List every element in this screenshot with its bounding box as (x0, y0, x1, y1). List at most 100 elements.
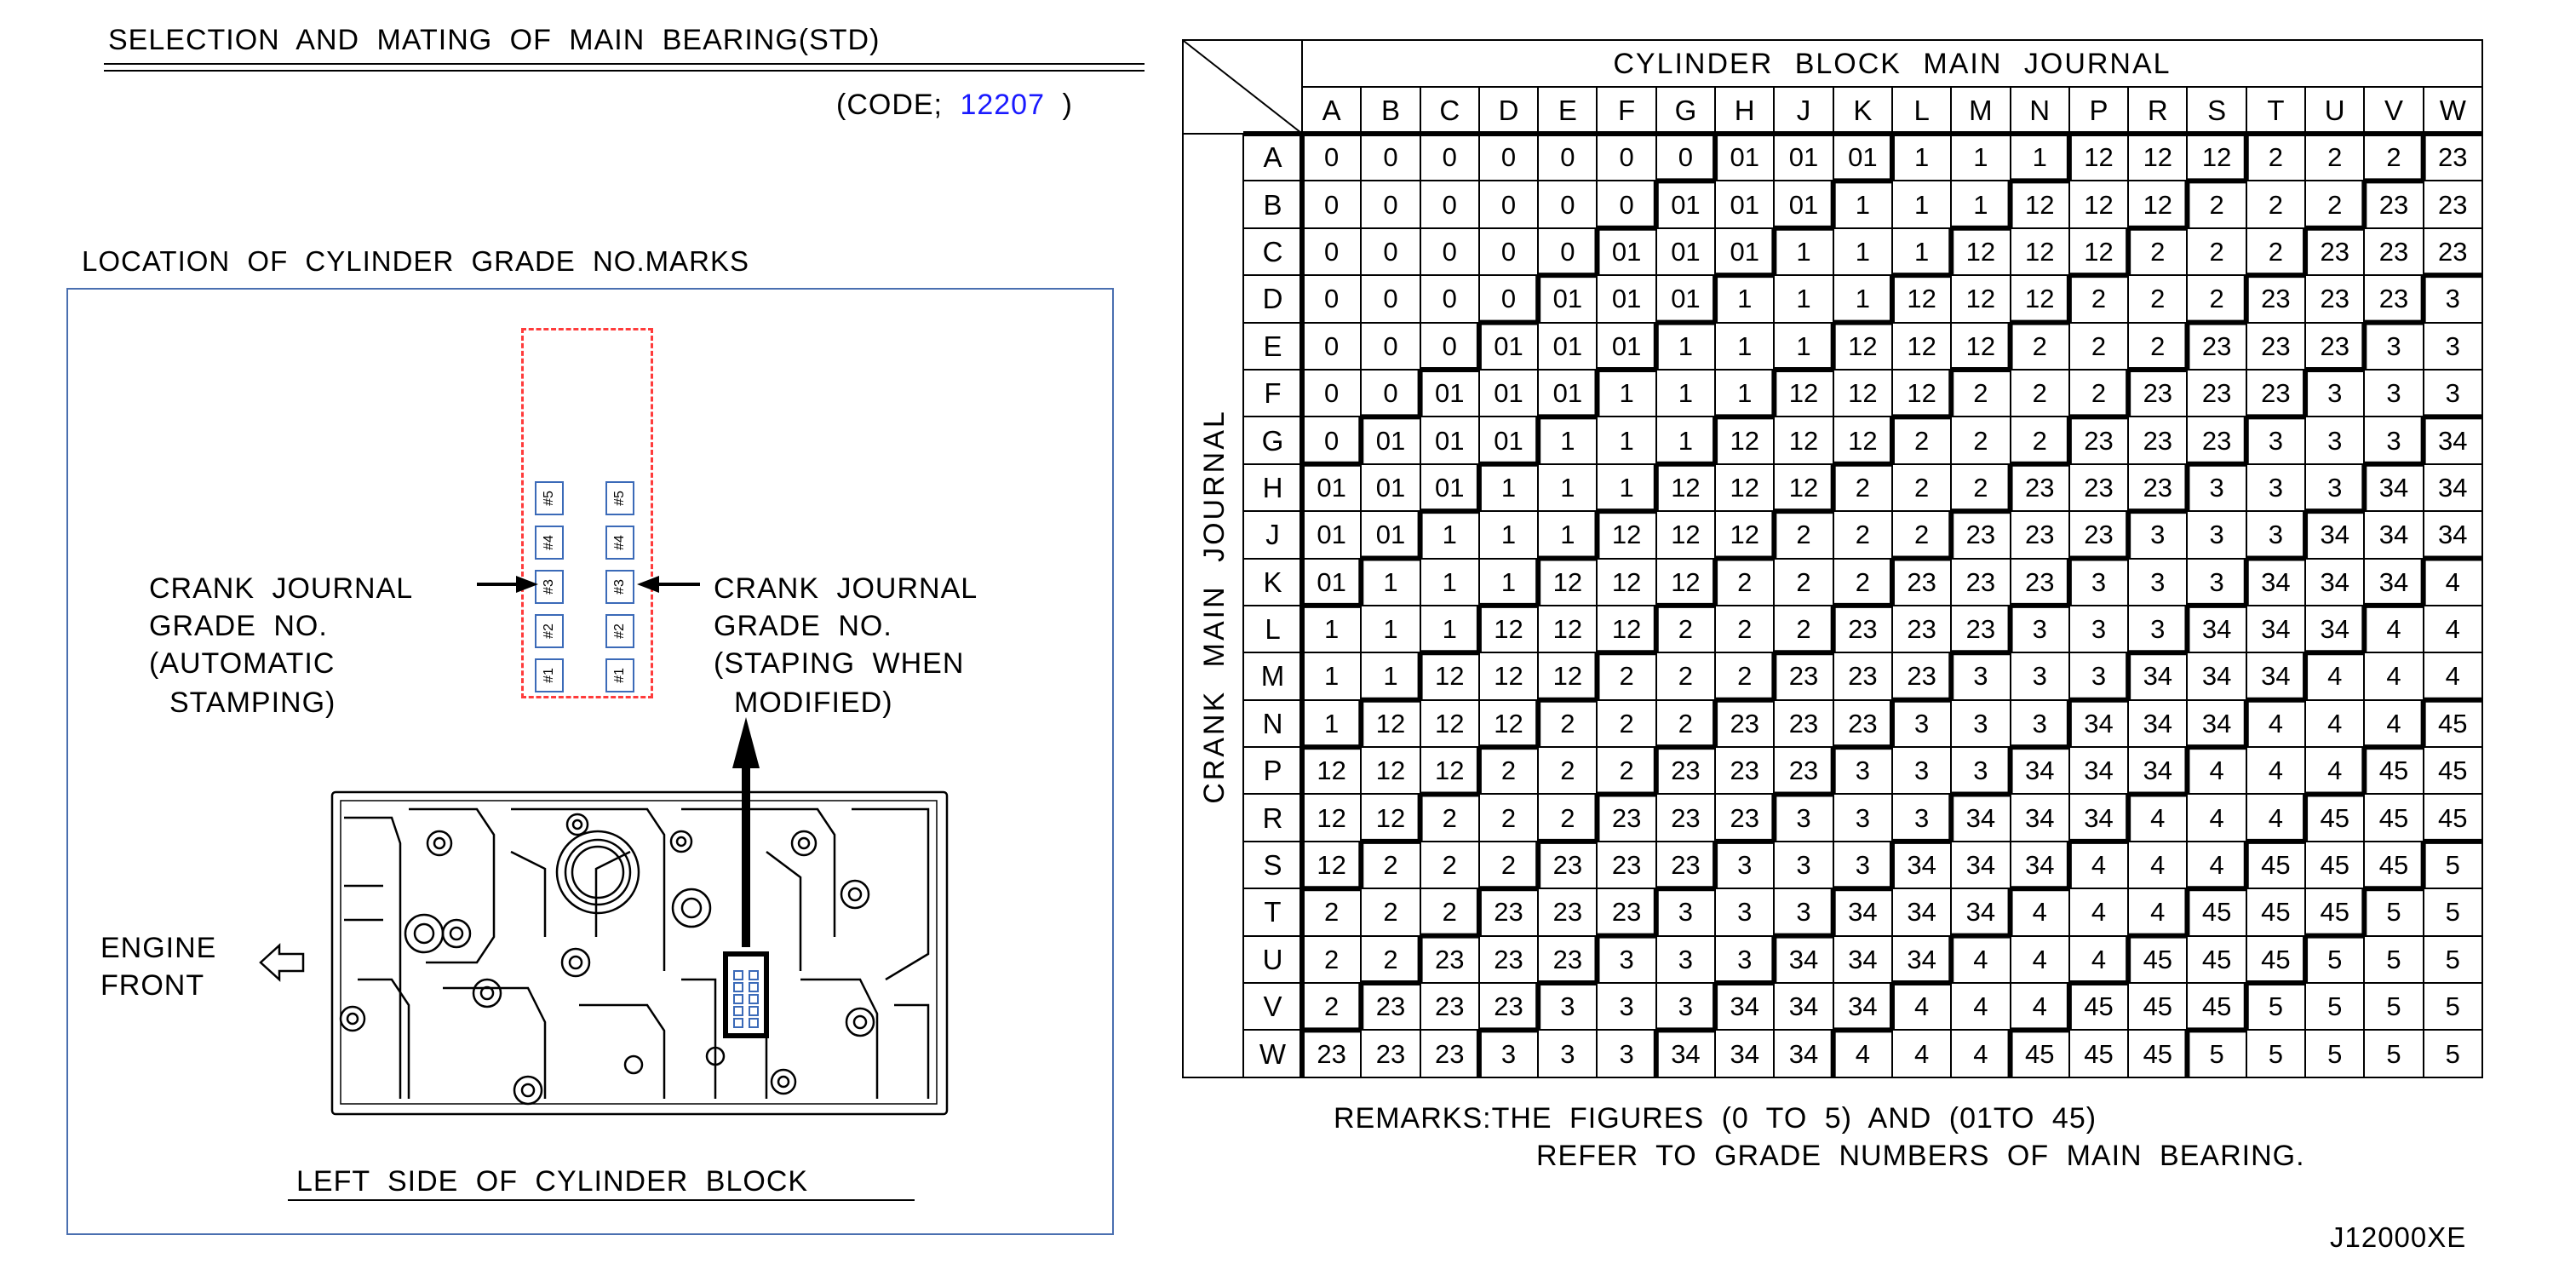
right-label-line3: (STAPING WHEN (714, 647, 965, 680)
grade-cell: 3 (2304, 463, 2366, 513)
grade-cell: 4 (1950, 934, 2011, 985)
grade-cell: 2 (1832, 510, 1893, 560)
grade-cell: 45 (2186, 888, 2247, 937)
grade-cell: 45 (2009, 1029, 2070, 1078)
grade-cell: 23 (2422, 180, 2483, 229)
grade-cell: 5 (2245, 1029, 2307, 1078)
right-label-line4: MODIFIED) (734, 687, 893, 719)
grade-cell: 12 (1832, 416, 1893, 465)
grade-cell: 12 (1714, 416, 1776, 465)
block-mark-window (723, 951, 769, 1038)
grade-cell: 4 (2127, 888, 2189, 937)
grade-cell: 2 (1419, 793, 1480, 842)
grade-cell: 0 (1655, 132, 1717, 182)
grade-cell: 0 (1477, 274, 1540, 324)
column-header: E (1537, 86, 1598, 135)
left-label-line4: STAMPING) (169, 687, 336, 719)
grade-cell: 12 (1300, 746, 1363, 796)
grade-cell: 0 (1360, 180, 1421, 229)
grade-cell: 0 (1360, 321, 1421, 371)
grade-cell: 4 (2009, 934, 2070, 985)
grade-cell: 01 (1360, 510, 1421, 560)
grade-cell: 5 (2304, 934, 2366, 985)
column-header: R (2127, 86, 2189, 135)
grade-cell: 01 (1300, 557, 1363, 606)
grade-cell: 3 (1890, 746, 1953, 796)
grade-cell: 1 (1832, 180, 1893, 229)
grade-cell: 34 (1950, 888, 2011, 937)
grade-cell: 2 (1950, 463, 2011, 513)
grade-cell: 23 (1360, 1029, 1421, 1078)
grade-cell: 12 (1655, 557, 1717, 606)
grade-cell: 1 (1655, 321, 1717, 371)
grade-cell: 3 (1832, 793, 1893, 842)
grade-cell: 2 (1419, 888, 1480, 937)
grade-cell: 01 (1773, 132, 1834, 182)
grade-cell: 12 (1300, 793, 1363, 842)
grade-cell: 34 (2009, 793, 2070, 842)
left-label-line2: GRADE NO. (149, 610, 328, 642)
grade-cell: 1 (1890, 180, 1953, 229)
journal-mark: #5 (605, 481, 634, 515)
grade-cell: 3 (2363, 368, 2424, 418)
grade-cell: 34 (2127, 652, 2189, 701)
grade-cell: 3 (2009, 604, 2070, 654)
grade-cell: 3 (2186, 463, 2247, 513)
row-header: V (1242, 982, 1303, 1031)
main-title: SELECTION AND MATING OF MAIN BEARING(STD… (108, 24, 881, 56)
grade-cell: 5 (2363, 1029, 2424, 1078)
grade-cell: 01 (1537, 368, 1598, 418)
grade-cell: 3 (2245, 510, 2307, 560)
grade-cell: 0 (1360, 227, 1421, 277)
grade-cell: 12 (1950, 321, 2011, 371)
grade-cell: 2 (1419, 840, 1480, 890)
grade-cell: 45 (2304, 793, 2366, 842)
grade-cell: 12 (1890, 321, 1953, 371)
grade-cell: 0 (1300, 227, 1363, 277)
column-header: S (2186, 86, 2247, 135)
grade-cell: 1 (1419, 557, 1480, 606)
engine-front-arrow-icon (259, 943, 305, 982)
grade-cell: 2 (1300, 982, 1363, 1031)
grade-cell: 4 (2068, 934, 2130, 985)
grade-cell: 01 (1537, 321, 1598, 371)
grade-cell: 34 (1773, 1029, 1834, 1078)
grade-cell: 34 (2422, 463, 2483, 513)
grade-cell: 1 (1655, 416, 1717, 465)
grade-cell: 2 (2245, 180, 2307, 229)
grade-cell: 01 (1419, 463, 1480, 513)
grade-cell: 45 (2304, 888, 2366, 937)
grade-cell: 23 (2304, 274, 2366, 324)
grade-cell: 12 (1477, 604, 1540, 654)
row-header: N (1242, 698, 1303, 749)
left-label-line3: (AUTOMATIC (149, 647, 336, 680)
grade-cell: 2 (1890, 463, 1953, 513)
grade-cell: 12 (1419, 698, 1480, 749)
row-title-cell: CRANK MAIN JOURNAL (1182, 133, 1244, 1078)
grade-cell: 45 (2127, 1029, 2189, 1078)
left-label-line1: CRANK JOURNAL (149, 572, 414, 605)
grade-cell: 23 (1655, 840, 1717, 890)
grade-cell: 12 (1596, 557, 1657, 606)
grade-cell: 23 (2186, 368, 2247, 418)
grade-cell: 2 (1773, 510, 1834, 560)
grade-cell: 45 (2363, 840, 2424, 890)
grade-cell: 5 (2304, 1029, 2366, 1078)
grade-cell: 1 (1300, 698, 1363, 749)
row-header: W (1242, 1029, 1303, 1078)
grade-cell: 2 (1714, 652, 1776, 701)
grade-cell: 34 (2245, 557, 2307, 606)
grade-cell: 1 (1773, 227, 1834, 277)
grade-cell: 3 (1950, 698, 2011, 749)
pointer-arrow-left (477, 576, 538, 593)
grade-cell: 2 (1596, 746, 1657, 796)
grade-cell: 01 (1300, 463, 1363, 513)
grade-cell: 1 (1596, 368, 1657, 418)
up-arrow (732, 717, 760, 947)
grade-cell: 01 (1419, 416, 1480, 465)
